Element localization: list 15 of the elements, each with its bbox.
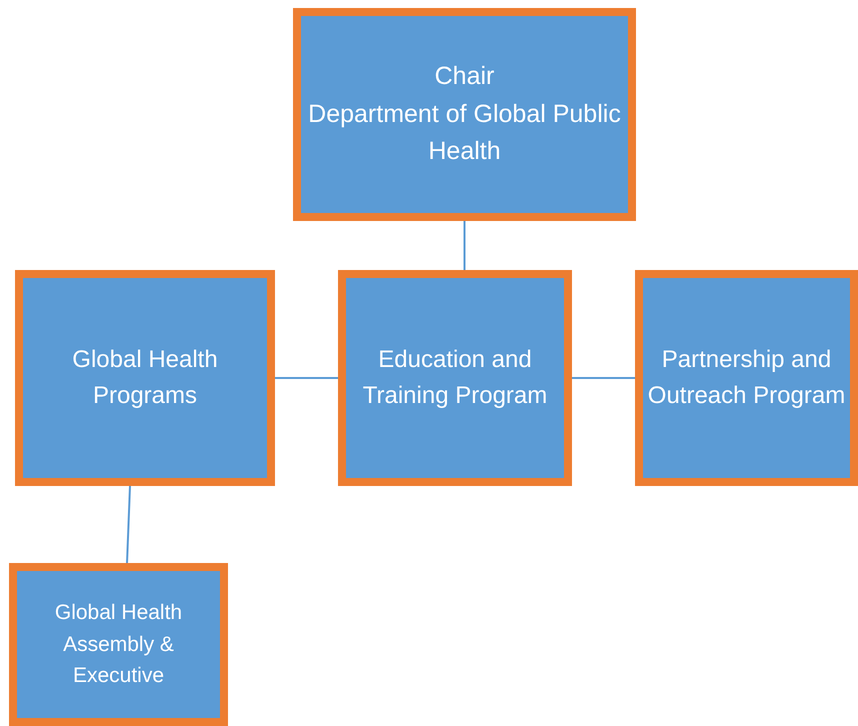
- org-box: [635, 270, 858, 486]
- org-box: [9, 563, 228, 726]
- org-box: [15, 270, 275, 486]
- unit-name: Education and Training Program: [362, 345, 548, 411]
- role-title: Chair: [434, 61, 494, 92]
- connector-line: [126, 486, 131, 564]
- connector-line: [572, 377, 635, 379]
- unit-name: Global Health Assembly & Executive: [54, 600, 184, 690]
- org-box: [338, 270, 572, 486]
- connector-line: [275, 377, 338, 379]
- unit-name: Global Health Programs: [71, 345, 219, 411]
- unit-name: Department of Global Public Health: [307, 98, 622, 168]
- unit-name: Partnership and Outreach Program: [647, 345, 846, 411]
- connector-line: [464, 221, 466, 270]
- org-box: [293, 8, 636, 221]
